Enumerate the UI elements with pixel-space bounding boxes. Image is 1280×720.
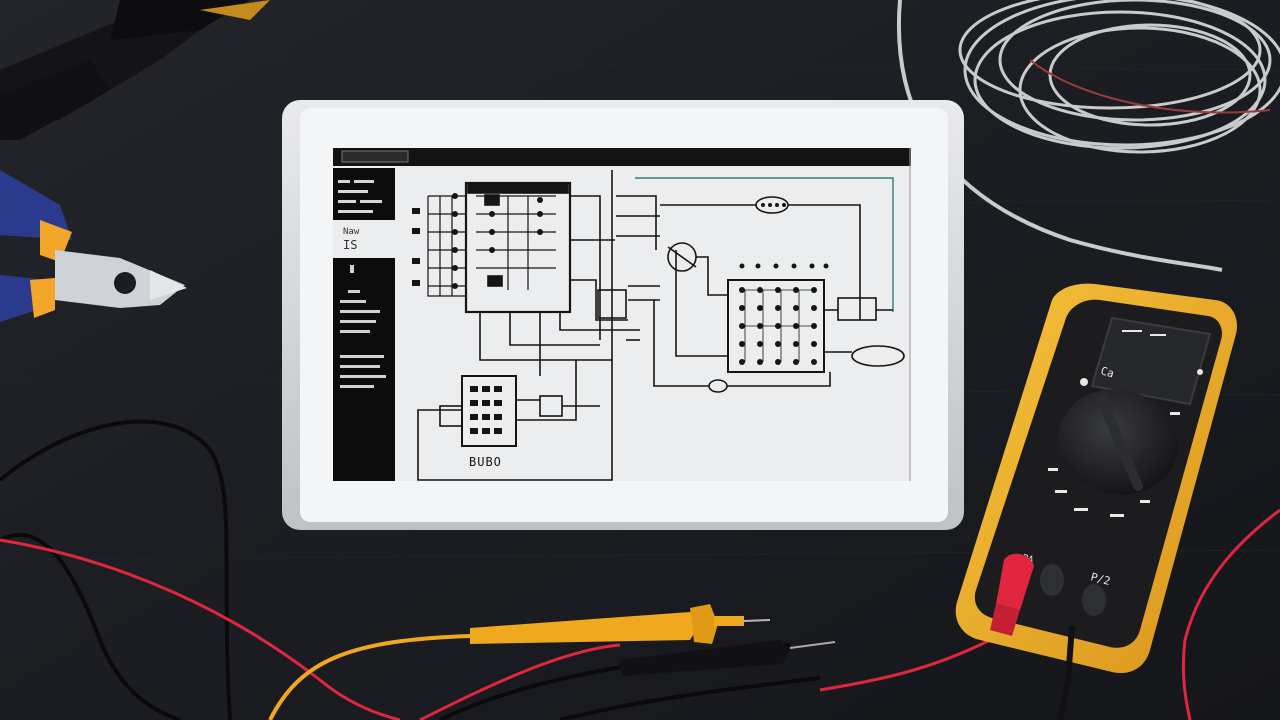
pliers-top-icon — [0, 0, 270, 140]
red-probe-plug — [996, 553, 1034, 610]
tablet-screen — [333, 148, 911, 481]
black-probe-icon — [620, 640, 836, 676]
sidebar-text-lines — [338, 180, 382, 213]
multimeter-jack-v — [1082, 584, 1106, 616]
sidebar-label-2: IS — [343, 238, 357, 252]
multimeter-label-1: Ca — [1099, 364, 1115, 380]
schematic-diagram — [412, 170, 905, 481]
multimeter-label-3: P/2 — [1089, 570, 1112, 588]
wire-coil-icon — [897, 0, 1280, 272]
multimeter-display — [1090, 316, 1212, 406]
schematic-block-label: BUBO — [469, 455, 502, 469]
pliers-icon — [0, 170, 187, 322]
multimeter-icon: Ca PA P/2 — [955, 283, 1238, 720]
sidebar-label-1: Naw — [343, 227, 360, 237]
schematic-matrix — [727, 279, 825, 373]
screen-topbar — [333, 148, 911, 166]
multimeter-jack-com — [1040, 564, 1064, 596]
sidebar-block-bottom — [333, 258, 395, 481]
tablet-icon: Naw IS — [282, 100, 964, 530]
probe-icon — [268, 604, 771, 720]
